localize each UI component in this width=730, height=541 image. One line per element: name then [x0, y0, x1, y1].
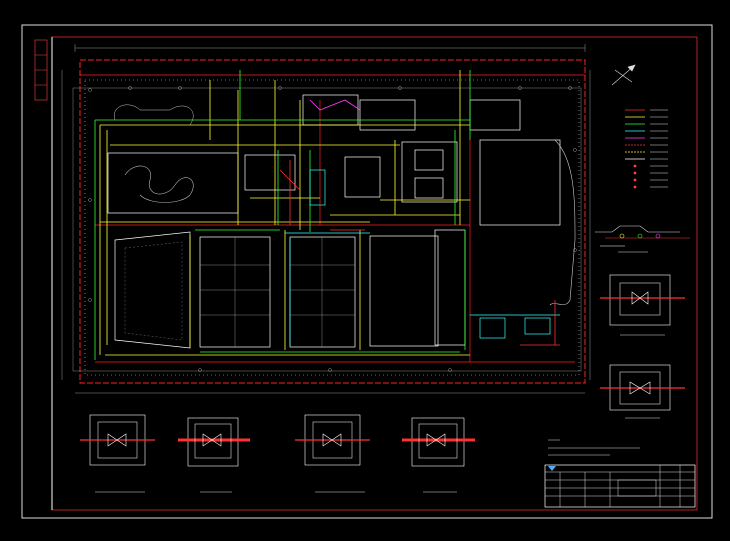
section-profile: [595, 225, 690, 247]
valve-well-detail-4: [402, 417, 475, 467]
valve-well-detail-right-1: [600, 274, 685, 326]
site-boundary-red: [79, 59, 586, 384]
valve-well-detail-1: [80, 414, 155, 466]
garden-path: [124, 165, 194, 203]
detail-caption-lines: [95, 251, 665, 493]
legend: [625, 109, 668, 189]
dimension-lines: [61, 44, 591, 394]
buildings: [107, 94, 561, 348]
binding-strip: [34, 39, 48, 101]
valve-well-detail-right-2: [600, 364, 685, 411]
tank-grid: [200, 237, 355, 347]
north-arrow-icon: [611, 64, 636, 86]
sheet-inner-border: [51, 36, 698, 511]
title-block-logo: [548, 466, 556, 471]
pipeline-magenta: [309, 99, 361, 111]
site-fence-white: [84, 79, 580, 376]
pipeline-green: [94, 70, 471, 360]
pipeline-cyan: [285, 169, 560, 345]
pipeline-yellow: [99, 70, 470, 356]
title-block: [544, 464, 696, 508]
pipeline-red: [279, 160, 560, 346]
notes-block: [548, 439, 640, 456]
valve-well-detail-3: [295, 414, 370, 466]
road-lines-red: [80, 74, 585, 363]
valve-well-detail-2: [178, 417, 250, 467]
tree-icon: [88, 86, 577, 372]
sheet-outer-border: [21, 24, 713, 519]
pond-outline: [114, 231, 191, 349]
